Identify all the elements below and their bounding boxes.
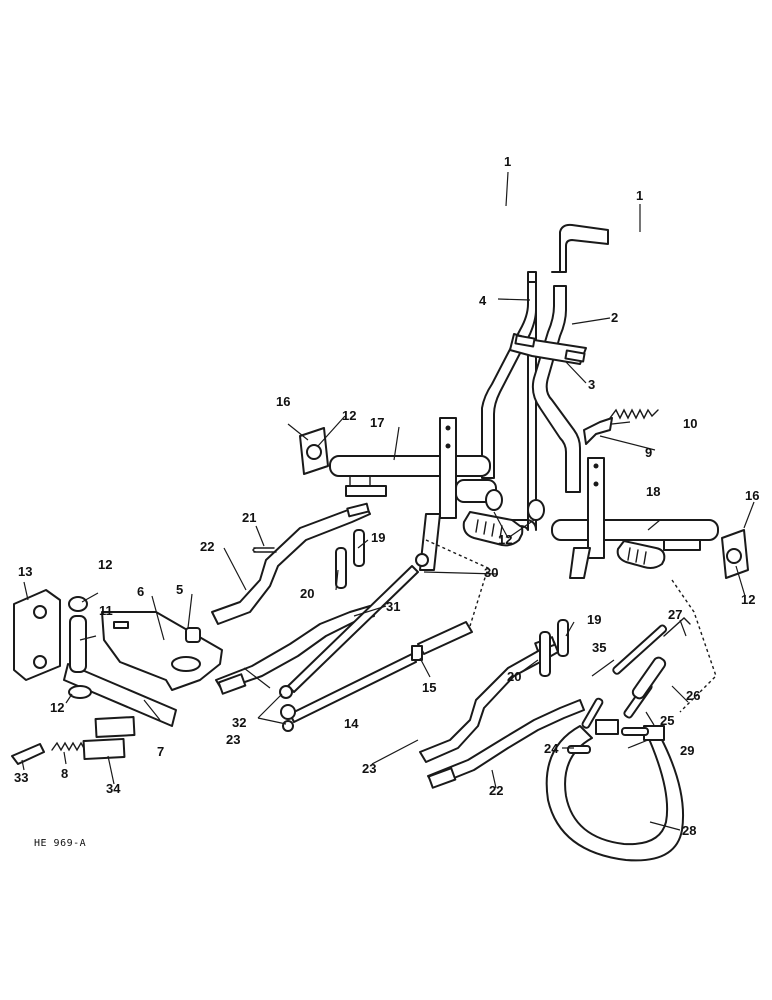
callout-15: 15 [422, 680, 436, 695]
callout-10: 10 [683, 416, 697, 431]
connector-lines [425, 539, 717, 713]
post [69, 615, 87, 673]
handle-brace [509, 333, 587, 365]
callout-19-right: 19 [587, 612, 601, 627]
callout-6: 6 [137, 584, 144, 599]
flange-bearing-left [299, 427, 329, 475]
callout-20-right: 20 [507, 669, 521, 684]
callout-labels: 1 1 2 3 4 5 6 7 8 9 10 11 12 12 12 12 12… [14, 154, 759, 838]
callout-16-left: 16 [276, 394, 290, 409]
hairpin-clip [252, 547, 277, 553]
callout-27: 27 [668, 607, 682, 622]
callout-12-e: 12 [50, 700, 64, 715]
rod-upper [287, 553, 429, 693]
callout-12-d: 12 [741, 592, 755, 607]
callout-31: 31 [386, 599, 400, 614]
callout-30: 30 [484, 565, 498, 580]
callout-12-b: 12 [342, 408, 356, 423]
clevis-block [411, 621, 473, 661]
callout-23-left: 23 [226, 732, 240, 747]
clip-bracket [11, 743, 45, 765]
arm-lower-right [427, 699, 585, 789]
callout-8: 8 [61, 766, 68, 781]
callout-12-a: 12 [98, 557, 112, 572]
callout-34: 34 [106, 781, 121, 796]
band-pin-set [581, 617, 691, 729]
callout-20-left: 20 [300, 586, 314, 601]
rod-lower [279, 653, 417, 732]
arm-upper-right [419, 636, 559, 763]
mounting-plate [101, 611, 223, 691]
callout-13: 13 [18, 564, 32, 579]
callout-5: 5 [176, 582, 183, 597]
callout-21: 21 [242, 510, 256, 525]
pin-set-left [335, 529, 365, 589]
handle-grip-left [462, 511, 524, 547]
callout-3: 3 [588, 377, 595, 392]
callout-19-left: 19 [371, 530, 385, 545]
washer-set [68, 596, 201, 699]
callout-18: 18 [646, 484, 660, 499]
callout-9: 9 [645, 445, 652, 460]
figure-code: HE 969-A [34, 838, 86, 849]
tension-spring-upper [609, 408, 659, 420]
shaft-right [551, 457, 719, 579]
tension-spring-lower [51, 741, 86, 752]
callout-17: 17 [370, 415, 384, 430]
callout-23-right: 23 [362, 761, 376, 776]
callout-1-left: 1 [504, 154, 511, 169]
callout-22-right: 22 [489, 783, 503, 798]
callout-32: 32 [232, 715, 246, 730]
callout-14: 14 [344, 716, 359, 731]
arm-lower-left [215, 605, 375, 695]
spring-bracket [583, 417, 613, 445]
callout-25: 25 [660, 713, 674, 728]
callout-26: 26 [686, 688, 700, 703]
handle-bar-right [531, 223, 609, 493]
callout-1-right: 1 [636, 188, 643, 203]
u-bracket [13, 589, 61, 681]
shim-plate-set [82, 716, 136, 761]
callout-7: 7 [157, 744, 164, 759]
handle-grip-right [616, 540, 666, 569]
flange-bearing-right [721, 529, 749, 579]
callout-35: 35 [592, 640, 606, 655]
leader-lines [21, 171, 755, 831]
callout-22-left: 22 [200, 539, 214, 554]
callout-2: 2 [611, 310, 618, 325]
callout-28: 28 [682, 823, 696, 838]
callout-12-c: 12 [498, 532, 512, 547]
pin-set-right [539, 619, 569, 677]
callout-16-right: 16 [745, 488, 759, 503]
drum-band [545, 719, 685, 862]
callout-29: 29 [680, 743, 694, 758]
base-bar [63, 663, 177, 727]
callout-33: 33 [14, 770, 28, 785]
bushing-pair [485, 489, 545, 521]
callout-4: 4 [479, 293, 487, 308]
callout-11: 11 [99, 603, 113, 618]
callout-24: 24 [544, 741, 559, 756]
arm-upper-left [211, 502, 371, 625]
